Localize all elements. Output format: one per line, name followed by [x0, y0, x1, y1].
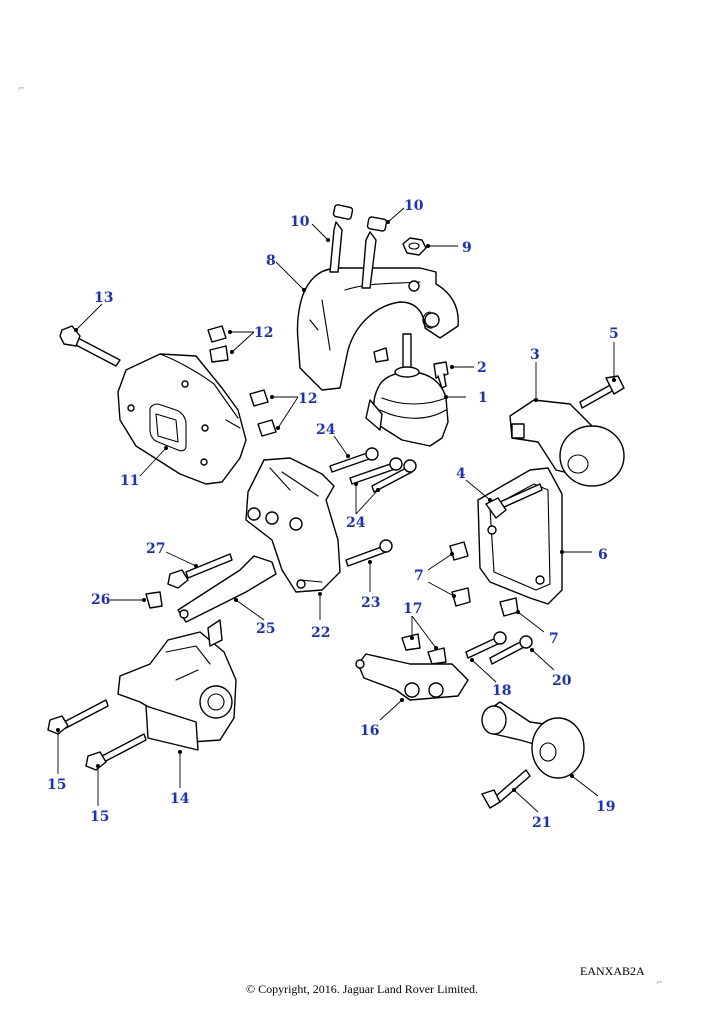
part-3-mount — [509, 399, 625, 487]
callout-12b: 12 — [298, 391, 317, 407]
copyright-notice: © Copyright, 2016. Jaguar Land Rover Lim… — [245, 982, 479, 996]
part-27-bolt — [167, 553, 233, 589]
part-16-link — [355, 653, 469, 701]
part-8-bracket — [296, 267, 459, 391]
callout-24b: 24 — [346, 515, 366, 531]
part-24-bolts — [329, 447, 417, 493]
part-10-bolts — [329, 204, 388, 289]
callout-7a: 7 — [414, 568, 424, 584]
part-17-bolts — [401, 633, 447, 665]
part-9-nut — [402, 237, 427, 256]
diagram-reference-code: EANXAB2A — [580, 964, 645, 978]
callout-labels: 1 2 3 4 5 6 7 7 8 9 10 10 11 12 12 13 14… — [47, 198, 619, 831]
callout-23: 23 — [361, 595, 380, 611]
callout-19: 19 — [596, 799, 615, 815]
callout-5: 5 — [609, 326, 619, 342]
part-4-bolt — [485, 483, 543, 519]
callout-1: 1 — [478, 390, 488, 406]
callout-27: 27 — [146, 541, 165, 557]
part-25-link — [177, 555, 277, 623]
callout-9: 9 — [462, 240, 472, 256]
part-15-bolts — [47, 699, 147, 771]
callout-4: 4 — [456, 466, 466, 482]
part-14-mount — [117, 619, 237, 751]
part-20-bolt — [489, 635, 533, 665]
part-21-bolt — [481, 769, 531, 809]
callout-11: 11 — [120, 473, 139, 489]
callout-2: 2 — [477, 360, 487, 376]
callout-24a: 24 — [316, 422, 336, 438]
callout-14: 14 — [170, 791, 190, 807]
callout-18: 18 — [492, 683, 511, 699]
callout-6: 6 — [598, 547, 608, 563]
part-19-torque-link — [481, 701, 585, 779]
corner-mark-top-left: ⌐ — [18, 84, 25, 93]
callout-8: 8 — [266, 253, 276, 269]
part-7-bolts — [449, 541, 519, 617]
callout-21: 21 — [532, 815, 551, 831]
callout-10b: 10 — [404, 198, 424, 214]
callout-3: 3 — [530, 347, 540, 363]
callout-16: 16 — [360, 723, 379, 739]
part-22-bracket — [245, 457, 341, 593]
part-6-plate — [477, 467, 563, 605]
callout-25: 25 — [256, 621, 275, 637]
part-1-engine-mount — [365, 333, 449, 447]
callout-13: 13 — [94, 290, 113, 306]
part-26-bolt — [145, 591, 163, 609]
callout-15b: 15 — [90, 809, 109, 825]
callout-10a: 10 — [290, 214, 310, 230]
part-2-bolt — [433, 361, 449, 389]
part-18-bolt — [465, 631, 507, 659]
callout-22: 22 — [311, 625, 330, 641]
leader-lines — [56, 207, 616, 813]
part-23-bolt — [345, 539, 393, 567]
callout-12a: 12 — [254, 325, 273, 341]
part-12-bolts — [207, 325, 277, 437]
callout-15a: 15 — [47, 777, 66, 793]
part-13-bolt — [59, 325, 121, 367]
callout-17: 17 — [403, 601, 422, 617]
callout-26: 26 — [91, 592, 110, 608]
part-5-bolt — [579, 375, 625, 409]
part-small-bolt — [373, 347, 389, 363]
callout-7b: 7 — [549, 631, 559, 647]
callout-20: 20 — [552, 673, 572, 689]
corner-mark-bottom-right: ⌐ — [656, 978, 663, 987]
part-11-housing — [117, 353, 247, 485]
